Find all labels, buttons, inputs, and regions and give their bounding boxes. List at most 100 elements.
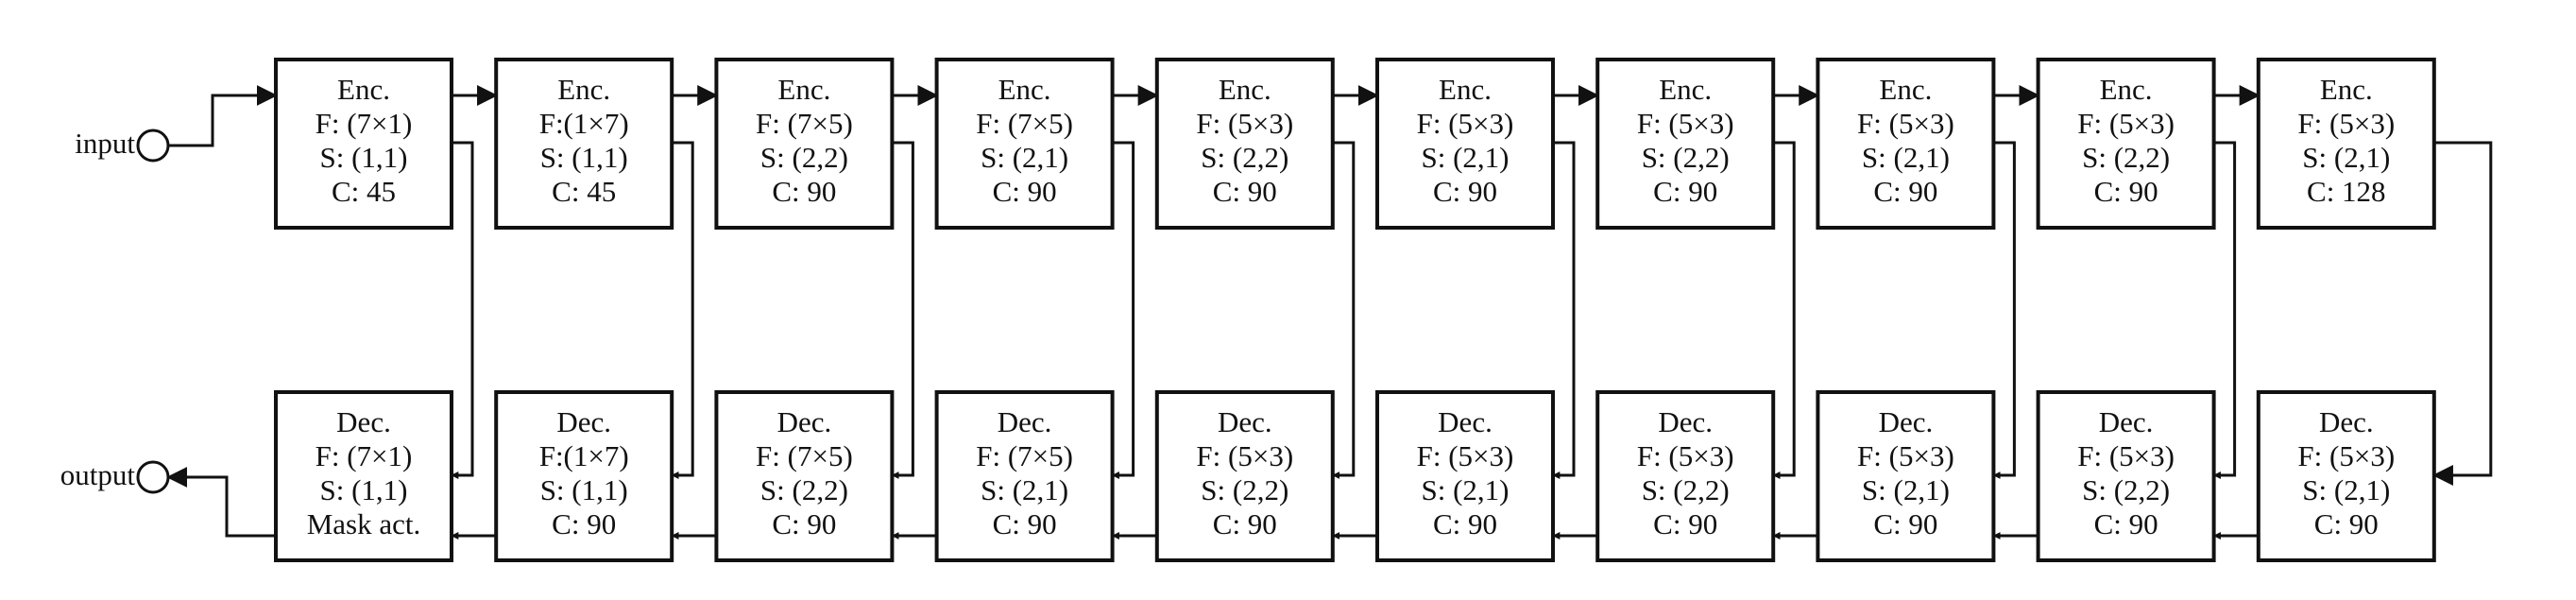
decoder-block-line: Dec.	[1438, 405, 1493, 438]
decoder-block-line: Dec.	[1879, 405, 1934, 438]
decoder-block-line: F: (7×5)	[976, 439, 1073, 472]
skip-connection-arrow	[1111, 141, 1135, 479]
decoder-block-line: S: (2,2)	[760, 473, 848, 506]
decoder-block-box	[714, 390, 895, 562]
skip-connection-arrow	[2212, 141, 2237, 479]
skip-connection-arrow	[1332, 141, 1356, 479]
decoder-block-line: Dec.	[1658, 405, 1713, 438]
decoder-block-line: Dec.	[2319, 405, 2374, 438]
encoder-block: Enc.F: (5×3)S: (2,1)C: 90	[1816, 58, 1996, 230]
bottleneck-arrow	[2431, 141, 2493, 486]
encoder-block-box	[274, 58, 453, 230]
encoder-block-line: C: 45	[332, 175, 396, 208]
encoder-block: Enc.F: (7×1)S: (1,1)C: 45	[274, 58, 453, 230]
encoder-block-line: S: (2,2)	[760, 141, 848, 174]
decoder-block-box	[274, 390, 453, 562]
decoder-block-line: C: 90	[2094, 507, 2158, 540]
decoder-block-line: Dec.	[1218, 405, 1272, 438]
decoder-block-line: F: (5×3)	[1417, 439, 1514, 472]
encoder-block-line: Enc.	[2320, 73, 2373, 106]
decoder-block-line: Dec.	[2099, 405, 2154, 438]
decoder-block-line: C: 90	[2314, 507, 2379, 540]
input-label: input	[75, 127, 135, 160]
encoder-block-box	[1816, 58, 1996, 230]
encoder-block-line: F: (5×3)	[2077, 107, 2175, 140]
decoder-block: Dec.F: (5×3)S: (2,2)C: 90	[2036, 390, 2216, 562]
encoder-block-box	[934, 58, 1115, 230]
encoder-block-line: C: 90	[993, 175, 1057, 208]
encoder-block-line: Enc.	[1879, 73, 1932, 106]
encoder-block-line: S: (2,2)	[1201, 141, 1288, 174]
decoder-block-line: S: (2,2)	[1201, 473, 1288, 506]
encoder-block: Enc.F: (5×3)S: (2,2)C: 90	[1154, 58, 1335, 230]
decoder-block-line: F: (5×3)	[2297, 439, 2395, 472]
decoder-block-line: Dec.	[777, 405, 832, 438]
skip-connection-arrow	[1992, 141, 2016, 479]
decoder-block: Dec.F:(1×7)S: (1,1)C: 90	[494, 390, 674, 562]
decoder-block-line: C: 90	[1433, 507, 1497, 540]
encoder-block: Enc.F: (7×5)S: (2,1)C: 90	[934, 58, 1115, 230]
decoder-block-line: S: (2,1)	[1422, 473, 1510, 506]
encoder-block-line: Enc.	[337, 73, 390, 106]
output-arrow	[166, 467, 276, 538]
decoder-block: Dec.F: (7×5)S: (2,2)C: 90	[714, 390, 895, 562]
decoder-block-line: Dec.	[556, 405, 611, 438]
encoder-block-line: F: (5×3)	[2297, 107, 2395, 140]
decoder-block-line: S: (2,1)	[2302, 473, 2390, 506]
decoder-block-line: F: (5×3)	[2077, 439, 2175, 472]
decoder-block-line: C: 90	[1653, 507, 1717, 540]
connection-arrows	[166, 85, 2493, 540]
decoder-block-box	[2036, 390, 2216, 562]
decoder-block: Dec.F: (5×3)S: (2,1)C: 90	[2256, 390, 2436, 562]
encoder-block-line: F: (5×3)	[1196, 107, 1293, 140]
encoder-block: Enc.F: (5×3)S: (2,2)C: 90	[1595, 58, 1776, 230]
encoder-block-box	[2256, 58, 2436, 230]
encoder-block: Enc.F: (5×3)S: (2,1)C: 90	[1375, 58, 1555, 230]
encoder-block-line: F: (7×5)	[756, 107, 853, 140]
decoder-block-line: C: 90	[1873, 507, 1937, 540]
encoder-block-line: S: (2,2)	[1642, 141, 1730, 174]
encoder-block-line: S: (2,1)	[981, 141, 1068, 174]
encoder-block-box	[1154, 58, 1335, 230]
encoder-block: Enc.F: (5×3)S: (2,2)C: 90	[2036, 58, 2216, 230]
encoder-block-line: C: 90	[1213, 175, 1277, 208]
encoder-block-line: C: 90	[772, 175, 836, 208]
encoder-block-line: Enc.	[1659, 73, 1712, 106]
decoder-block-box	[934, 390, 1115, 562]
encoder-block-line: S: (2,1)	[2302, 141, 2390, 174]
decoder-block-line: S: (1,1)	[540, 473, 628, 506]
encoder-block-box	[494, 58, 674, 230]
encoder-block-box	[1595, 58, 1776, 230]
decoder-block-line: C: 90	[772, 507, 836, 540]
decoder-block-line: F: (5×3)	[1196, 439, 1293, 472]
decoder-block: Dec.F: (7×1)S: (1,1)Mask act.	[274, 390, 453, 562]
encoder-block-box	[2036, 58, 2216, 230]
decoder-block-line: S: (1,1)	[320, 473, 408, 506]
encoder-block-line: Enc.	[777, 73, 830, 106]
encoder-block-line: S: (2,1)	[1422, 141, 1510, 174]
decoder-block-line: Dec.	[998, 405, 1052, 438]
decoder-block-line: S: (2,1)	[1862, 473, 1950, 506]
encoder-block-line: F: (7×1)	[316, 107, 413, 140]
decoder-block-line: F:(1×7)	[539, 439, 629, 472]
encoder-block-box	[714, 58, 895, 230]
encoder-block-line: Enc.	[1439, 73, 1492, 106]
decoder-block-box	[1154, 390, 1335, 562]
decoder-block-line: Mask act.	[307, 507, 421, 540]
decoder-block-line: S: (2,2)	[2082, 473, 2170, 506]
decoder-block-box	[1595, 390, 1776, 562]
encoder-block-line: Enc.	[557, 73, 610, 106]
decoder-block: Dec.F: (5×3)S: (2,2)C: 90	[1595, 390, 1776, 562]
encoder-block: Enc.F: (5×3)S: (2,1)C: 128	[2256, 58, 2436, 230]
decoder-block-line: C: 90	[1213, 507, 1277, 540]
decoder-block-box	[1816, 390, 1996, 562]
decoder-block-line: Dec.	[336, 405, 391, 438]
input-port	[136, 129, 170, 163]
decoder-block-line: C: 90	[552, 507, 616, 540]
decoder-block-box	[1375, 390, 1555, 562]
decoder-block-line: F: (7×5)	[756, 439, 853, 472]
encoder-block: Enc.F:(1×7)S: (1,1)C: 45	[494, 58, 674, 230]
skip-connection-arrow	[451, 141, 474, 479]
input-arrow	[168, 85, 278, 147]
